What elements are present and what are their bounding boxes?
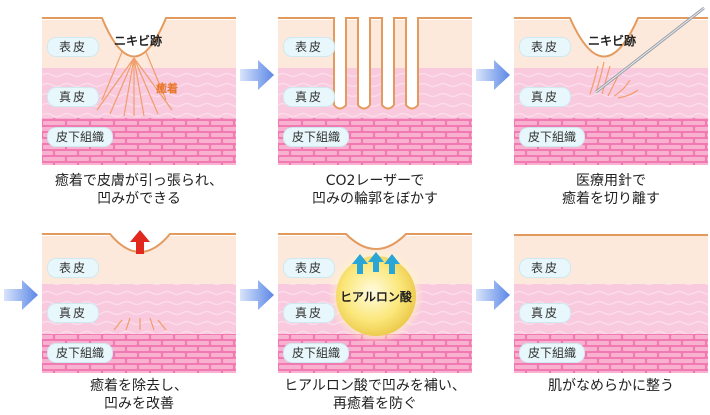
panel-step-2: 表皮 真皮 皮下組織 [278,0,472,165]
arrow-right-icon [476,60,510,90]
panel-step-4: 表皮 真皮 皮下組織 [42,208,236,373]
subcutaneous-label: 皮下組織 [519,127,585,147]
panel-step-5: ヒアルロン酸 表皮 真皮 皮下組織 [278,208,472,373]
arrow-up-icon [130,230,150,254]
arrow-right-icon [4,280,38,310]
subcutaneous-label: 皮下組織 [47,127,113,147]
arrow-right-icon [240,280,274,310]
epidermis-label: 表皮 [283,37,335,57]
arrow-right-icon [240,60,274,90]
dermis-label: 真皮 [47,303,99,323]
dermis-label: 真皮 [283,87,335,107]
caption-step-2: CO2レーザーで 凹みの輪郭をぼかす [312,173,438,207]
hyaluronic-sphere-icon [336,256,416,336]
arrow-right-icon [476,280,510,310]
caption-step-4: 癒着を除去し、 凹みを改善 [90,378,188,412]
caption-step-5: ヒアルロン酸で凹みを補い、 再癒着を防ぐ [284,378,466,412]
epidermis-label: 表皮 [47,258,99,278]
acne-scar-label: ニキビ跡 [588,34,637,48]
caption-step-1: 癒着で皮膚が引っ張られ、 凹みができる [54,173,224,207]
adhesion-label: 癒着 [156,82,178,95]
skin-diagram-3 [514,0,708,165]
epidermis-label: 表皮 [519,258,571,278]
subcutaneous-label: 皮下組織 [283,127,349,147]
subcutaneous-label: 皮下組織 [519,343,585,363]
subcutaneous-label: 皮下組織 [283,343,349,363]
hyaluronic-acid-label: ヒアルロン酸 [340,290,412,304]
panel-step-1: ニキビ跡 癒着 表皮 真皮 皮下組織 [42,0,236,165]
dermis-label: 真皮 [519,303,571,323]
panel-step-3: ニキビ跡 表皮 真皮 皮下組織 [514,0,708,165]
caption-step-6: 肌がなめらかに整う [548,378,674,394]
epidermis-label: 表皮 [47,37,99,57]
dermis-label: 真皮 [47,87,99,107]
acne-scar-label: ニキビ跡 [114,34,163,48]
needle-icon [595,6,705,94]
dermis-label: 真皮 [283,303,335,323]
caption-step-3: 医療用針で 癒着を切り離す [562,173,660,207]
epidermis-label: 表皮 [519,37,571,57]
epidermis-label: 表皮 [283,258,335,278]
dermis-label: 真皮 [519,87,571,107]
panel-step-6: 表皮 真皮 皮下組織 [514,208,708,373]
arrow-up-icon [352,252,400,274]
subcutaneous-label: 皮下組織 [47,343,113,363]
